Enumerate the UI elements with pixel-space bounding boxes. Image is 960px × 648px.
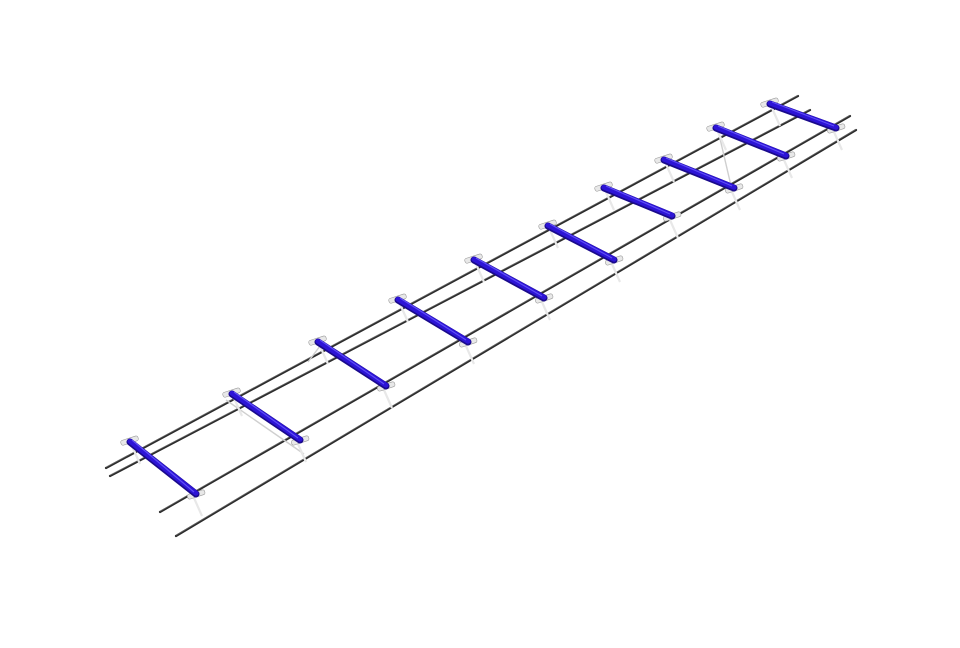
spacer-2 bbox=[222, 387, 310, 463]
rebar-rod-1 bbox=[104, 94, 800, 470]
wire-clip-leg bbox=[610, 263, 622, 283]
wire-clip-leg bbox=[192, 497, 204, 517]
longitudinal-bars bbox=[104, 94, 858, 538]
wire-clip-leg bbox=[548, 229, 560, 249]
wire-clip-leg bbox=[730, 191, 742, 211]
spacer-bar-highlight bbox=[771, 101, 835, 127]
spacer-5 bbox=[464, 253, 554, 321]
spacer-bar-highlight bbox=[549, 223, 613, 259]
wire-clip-leg bbox=[716, 131, 728, 151]
spacer-bar bbox=[767, 100, 839, 130]
spacer-group bbox=[120, 97, 846, 517]
rebar-rod-2 bbox=[108, 108, 812, 478]
wire-clip-leg bbox=[770, 107, 782, 127]
spacer-bar-highlight bbox=[233, 391, 299, 439]
spacer-bar-highlight bbox=[665, 157, 733, 187]
spacer-bar-highlight bbox=[475, 257, 543, 297]
diagonal-strut-2 bbox=[307, 345, 321, 363]
wire-clip-leg bbox=[398, 303, 410, 323]
spacer-10 bbox=[760, 97, 846, 151]
diagonal-struts bbox=[225, 129, 733, 455]
spacer-3 bbox=[308, 335, 396, 409]
spacer-bar-highlight bbox=[319, 339, 385, 385]
wire-clip-leg bbox=[474, 263, 486, 283]
spacer-bar-highlight bbox=[605, 185, 671, 215]
rebar-rod-3 bbox=[158, 114, 852, 514]
rebar-rod-highlight-1 bbox=[105, 94, 799, 468]
wire-clip-leg bbox=[832, 131, 844, 151]
spacer-8 bbox=[654, 153, 744, 211]
rebar-rod-highlight-3 bbox=[159, 114, 851, 512]
rebar-rod-highlight-4 bbox=[175, 128, 857, 536]
spacer-7 bbox=[594, 181, 682, 239]
spacer-4 bbox=[388, 293, 478, 365]
spacer-1 bbox=[120, 435, 206, 517]
wire-clip-leg bbox=[604, 191, 616, 211]
wire-clip-leg bbox=[668, 219, 680, 239]
rebar-rod-highlight-2 bbox=[109, 108, 811, 476]
wire-clip-leg bbox=[540, 301, 552, 321]
wire-clip-leg bbox=[318, 345, 330, 365]
rebar-rod-4 bbox=[174, 128, 858, 538]
spacer-9 bbox=[706, 121, 796, 179]
wire-clip-leg bbox=[782, 159, 794, 179]
wire-clip-leg bbox=[232, 397, 244, 417]
spacer-bar-highlight bbox=[717, 125, 785, 155]
wire-clip-leg bbox=[464, 345, 476, 365]
spacer-bar-highlight bbox=[399, 297, 467, 341]
wire-clip-leg bbox=[296, 443, 308, 463]
wire-clip-leg bbox=[664, 163, 676, 183]
spacer-6 bbox=[538, 219, 624, 283]
spacer-bar-highlight bbox=[131, 439, 195, 493]
diagonal-strut-3 bbox=[717, 129, 733, 191]
wire-clip-leg bbox=[382, 389, 394, 409]
